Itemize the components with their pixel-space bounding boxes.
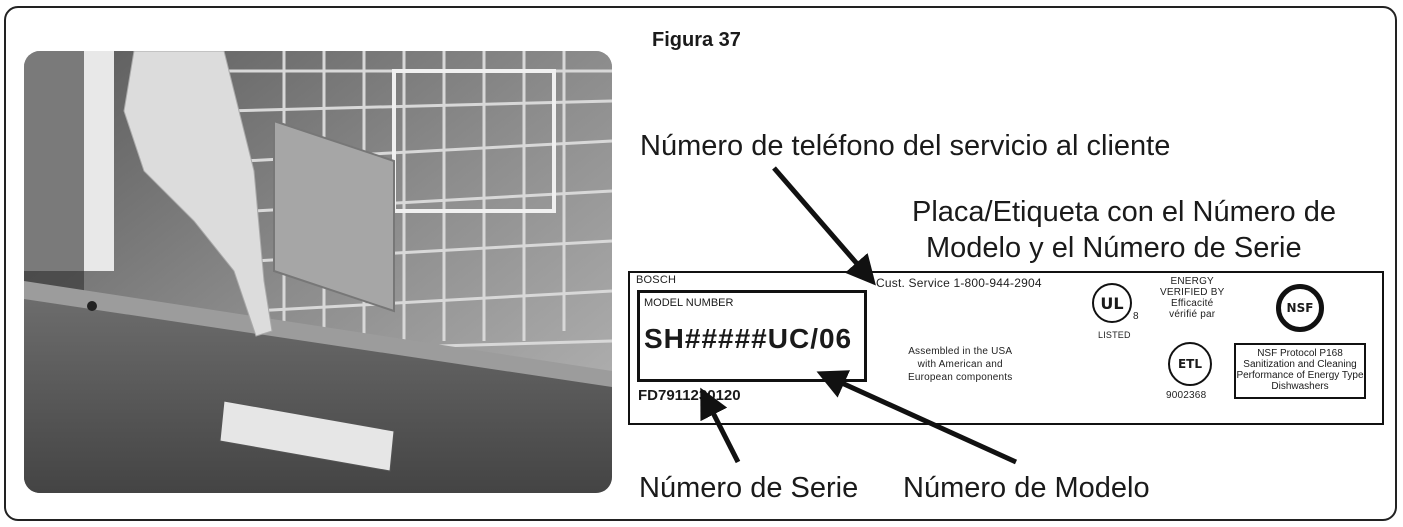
dishwasher-photo: [24, 51, 612, 493]
cust-service-number: Cust. Service 1-800-944-2904: [876, 276, 1042, 290]
callout-serial: Número de Serie: [639, 472, 859, 504]
origin-line-2: with American and: [917, 359, 1003, 370]
callout-plate-line1: Placa/Etiqueta con el Número de: [912, 196, 1336, 228]
model-number-box: MODEL NUMBER SH#####UC/06: [637, 290, 867, 382]
energy-line-3: Efficacité: [1171, 298, 1214, 309]
ul-icon: UL: [1092, 283, 1132, 323]
etl-code: 9002368: [1166, 390, 1207, 401]
energy-line-4: vérifié par: [1169, 309, 1216, 320]
callout-phone: Número de teléfono del servicio al clien…: [640, 130, 1171, 162]
nsf-icon: NSF: [1276, 284, 1324, 332]
plate-brand: BOSCH: [636, 274, 677, 286]
origin-line-3: European components: [908, 372, 1013, 383]
ul-listed: LISTED: [1098, 330, 1131, 340]
ul-mark: UL: [1100, 293, 1124, 313]
origin-line-1: Assembled in the USA: [908, 346, 1013, 357]
figure-title: Figura 37: [652, 29, 741, 51]
etl-mark: ETL: [1177, 357, 1203, 371]
nsf-protocol-box: NSF Protocol P168 Sanitization and Clean…: [1234, 343, 1366, 399]
etl-icon: ETL: [1168, 342, 1212, 386]
serial-number-value: FD7911230120: [638, 387, 741, 404]
energy-line-1: ENERGY: [1170, 276, 1214, 287]
assembly-origin-text: Assembled in the USA with American and E…: [908, 345, 1012, 384]
callout-model: Número de Modelo: [903, 472, 1150, 504]
figure-frame: [4, 6, 1397, 521]
ul-code: 8: [1133, 311, 1139, 322]
energy-line-2: VERIFIED BY: [1160, 287, 1225, 298]
nsf-mark: NSF: [1286, 301, 1314, 315]
model-number-value: SH#####UC/06: [644, 323, 853, 354]
model-number-header: MODEL NUMBER: [644, 297, 734, 309]
energy-verified-text: ENERGY VERIFIED BY Efficacité vérifié pa…: [1160, 276, 1224, 320]
callout-plate-line2: Modelo y el Número de Serie: [926, 232, 1302, 264]
